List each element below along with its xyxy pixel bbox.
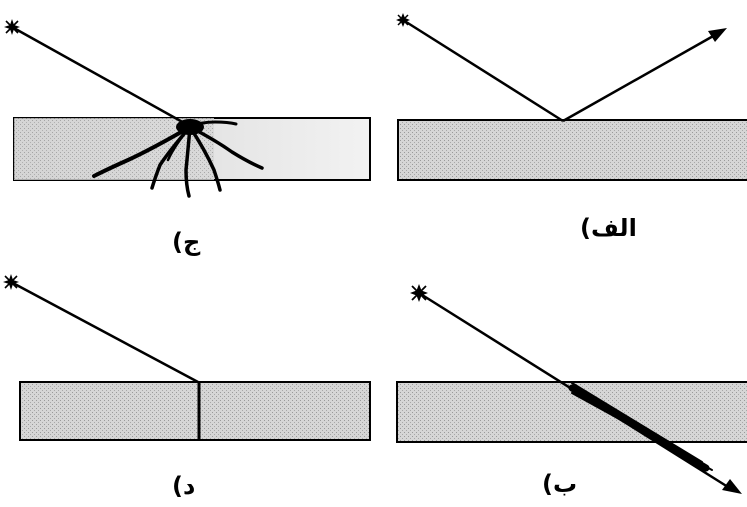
panel-label-d: د) — [172, 472, 195, 500]
incident-ray — [11, 282, 198, 382]
panel-label-c: ج) — [172, 228, 200, 256]
panel-label-a: الف) — [580, 214, 637, 242]
incident-ray — [403, 20, 563, 121]
medium-slab — [398, 120, 747, 180]
arrowhead-icon — [708, 28, 727, 42]
panel-c-scattering — [4, 19, 370, 196]
reflected-ray — [563, 35, 715, 121]
panel-d-absorption — [3, 274, 370, 440]
medium-slab — [20, 382, 370, 440]
panel-b-transmission — [397, 284, 747, 494]
panel-label-b: ب) — [542, 470, 577, 498]
incident-ray — [12, 27, 186, 124]
panel-a-reflection — [396, 13, 747, 180]
arrowhead-icon — [722, 479, 742, 494]
